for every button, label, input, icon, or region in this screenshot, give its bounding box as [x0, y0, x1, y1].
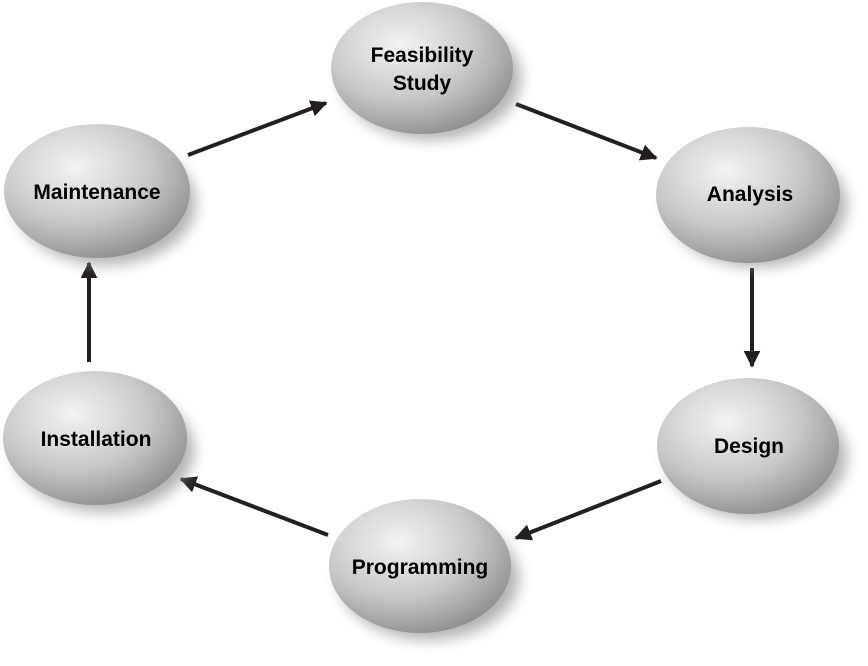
- node-ellipse: [331, 2, 513, 134]
- edges-layer: [80, 100, 761, 541]
- node-label: Programming: [352, 556, 489, 579]
- node-label: Analysis: [707, 183, 793, 206]
- node-label: Installation: [41, 428, 152, 451]
- nodes-layer: Feasibility Study Analysis Design Progra…: [3, 2, 847, 640]
- node-feasibility-study: Feasibility Study: [331, 2, 521, 140]
- node-programming: Programming: [329, 499, 519, 640]
- node-label: Feasibility: [371, 44, 474, 67]
- arrow-feasibility-to-analysis: [515, 102, 658, 161]
- arrow-maintenance-to-feasibility: [187, 100, 328, 157]
- node-maintenance: Maintenance: [4, 124, 196, 265]
- node-ellipse: [657, 378, 839, 514]
- node-label-line-2: Study: [393, 72, 452, 95]
- node-label: Maintenance: [33, 181, 160, 204]
- arrow-programming-to-installation: [179, 476, 329, 537]
- node-design: Design: [657, 378, 847, 519]
- arrow-design-to-programming: [514, 479, 662, 541]
- node-analysis: Analysis: [656, 127, 847, 267]
- node-ellipse: [4, 124, 190, 258]
- node-ellipse: [329, 499, 511, 633]
- node-label: Design: [714, 435, 784, 458]
- node-ellipse: [3, 371, 187, 505]
- node-ellipse: [656, 127, 840, 263]
- node-installation: Installation: [3, 371, 194, 512]
